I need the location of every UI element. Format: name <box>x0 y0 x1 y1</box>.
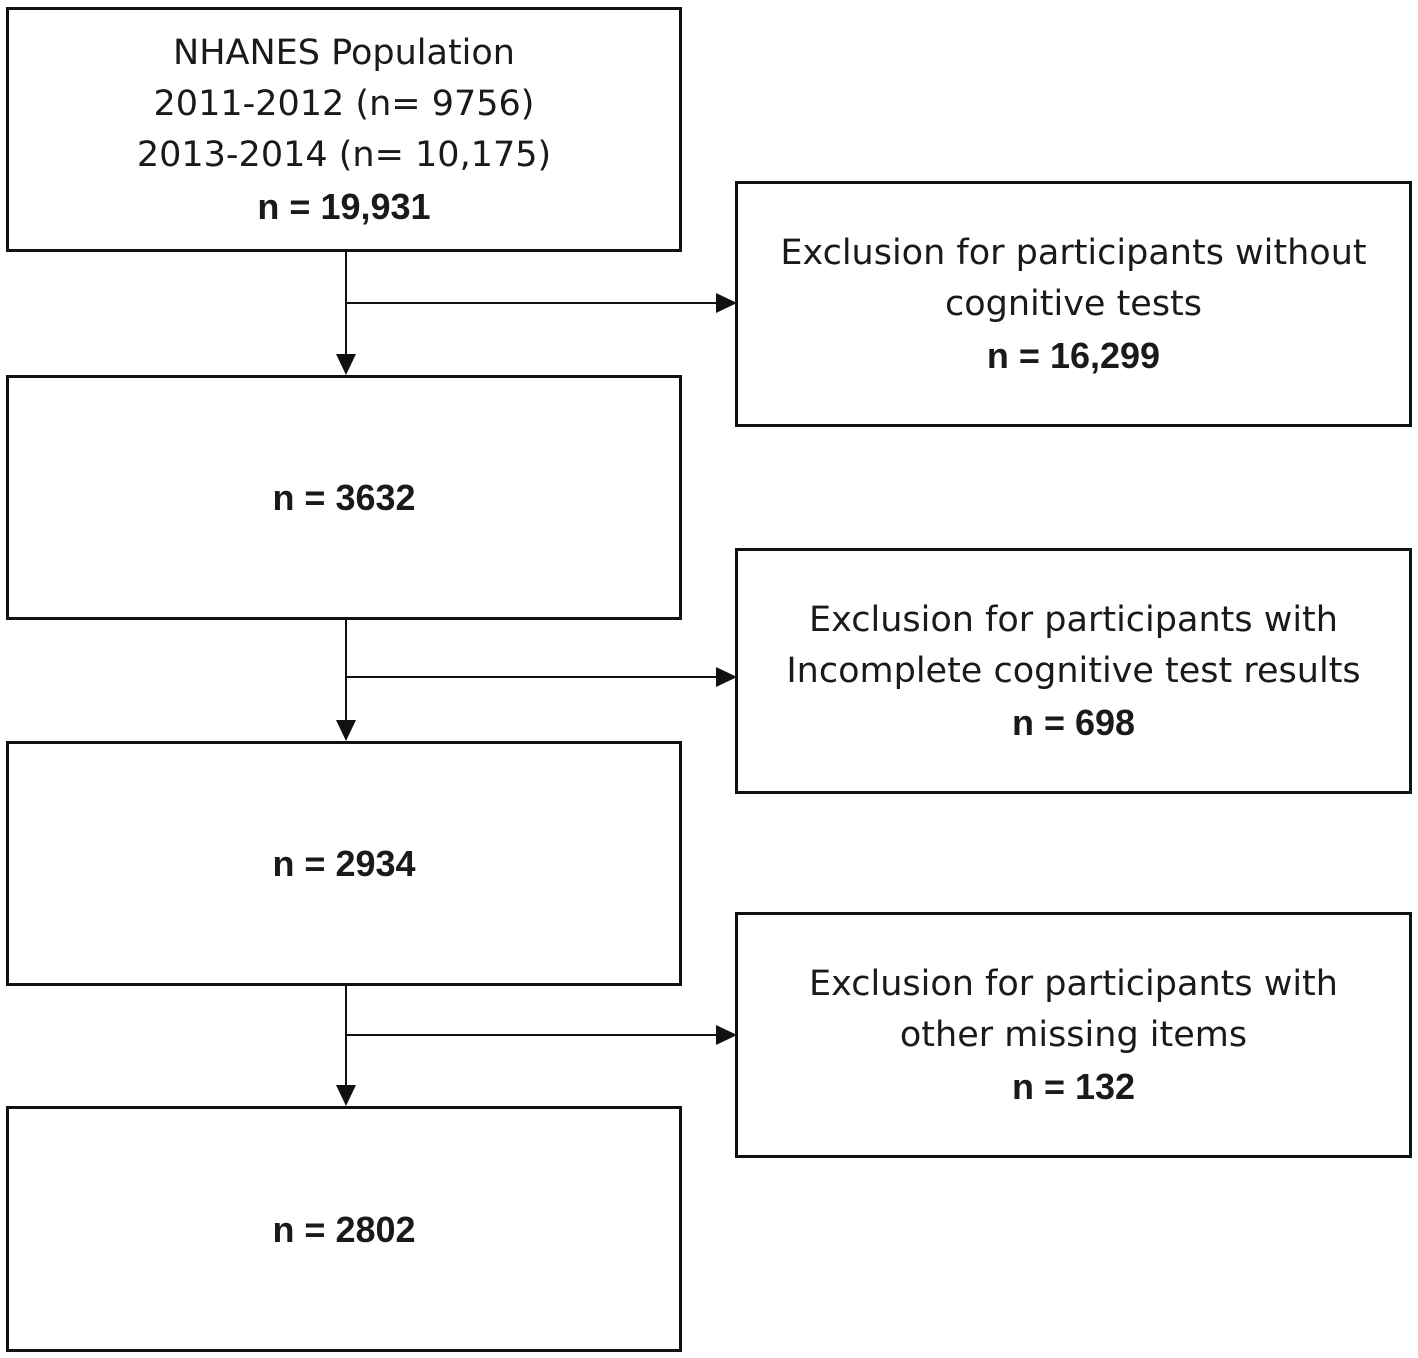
exclusion-box-3: Exclusion for participants with other mi… <box>735 912 1412 1158</box>
population-count: n = 19,931 <box>257 185 431 227</box>
population-title: NHANES Population <box>173 32 515 73</box>
exclusion-1-line-2: cognitive tests <box>944 283 1203 324</box>
step-count-3: n = 2934 <box>272 843 416 884</box>
exclusion-3-count: n = 132 <box>1011 1065 1136 1107</box>
arrow-down-icon <box>336 354 356 375</box>
exclusion-1-line-1: Exclusion for participants without <box>780 232 1367 273</box>
exclusion-3-line-1: Exclusion for participants with <box>809 963 1338 1004</box>
final-sample-count: n = 2802 <box>272 1208 416 1250</box>
step-box-3: n = 2934 <box>6 741 682 986</box>
cycle-2013-2014: 2013-2014 (n= 10,175) <box>136 134 552 175</box>
connector-2 <box>336 619 737 741</box>
step-box-2: n = 3632 <box>6 375 682 620</box>
connector-3 <box>336 985 737 1106</box>
exclusion-2-count: n = 698 <box>1011 701 1136 743</box>
arrow-right-icon <box>716 667 737 687</box>
step-count-2: n = 3632 <box>272 477 416 518</box>
arrow-right-icon <box>716 1025 737 1045</box>
exclusion-2-line-2: Incomplete cognitive test results <box>786 650 1361 691</box>
population-box: NHANES Population 2011-2012 (n= 9756) 20… <box>6 7 682 252</box>
cycle-2011-2012: 2011-2012 (n= 9756) <box>153 83 535 124</box>
final-sample-box: n = 2802 <box>6 1106 682 1352</box>
exclusion-2-line-1: Exclusion for participants with <box>809 599 1338 640</box>
exclusion-1-count: n = 16,299 <box>986 334 1161 376</box>
exclusion-3-line-2: other missing items <box>899 1014 1248 1055</box>
arrow-down-icon <box>336 720 356 741</box>
arrow-right-icon <box>716 293 737 313</box>
exclusion-box-2: Exclusion for participants with Incomple… <box>735 548 1412 794</box>
arrow-down-icon <box>336 1085 356 1106</box>
exclusion-box-1: Exclusion for participants without cogni… <box>735 181 1412 427</box>
connector-1 <box>336 251 737 375</box>
